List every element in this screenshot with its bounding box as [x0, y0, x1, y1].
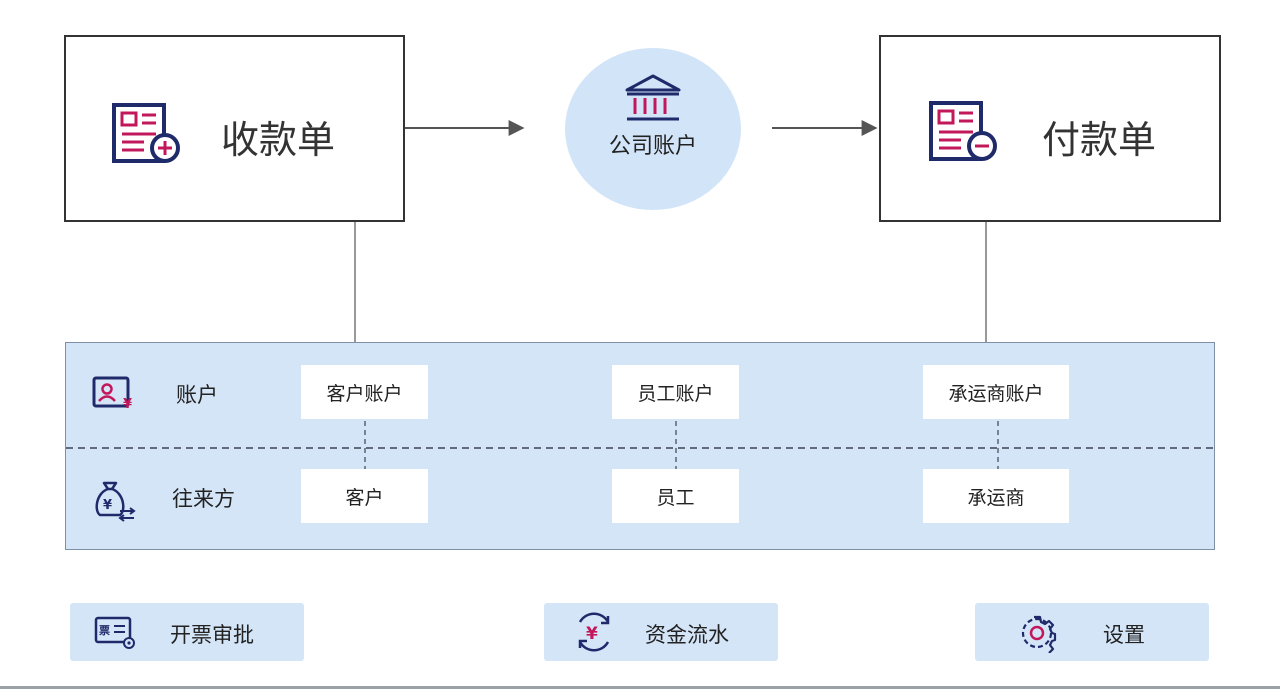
- receipt-title: 收款单: [221, 118, 336, 162]
- bank-icon: [625, 74, 681, 121]
- chip-customer[interactable]: 客户: [301, 469, 428, 523]
- invoice-approval-icon: 票: [94, 616, 135, 649]
- tile-settings-label: 设置: [1103, 623, 1145, 647]
- receipt-remove-icon: [929, 101, 997, 161]
- svg-text:¥: ¥: [103, 498, 112, 513]
- tile-fund-flow[interactable]: ¥ 资金流水: [544, 603, 778, 661]
- svg-text:票: 票: [99, 624, 110, 637]
- chip-employee-account[interactable]: 员工账户: [612, 365, 739, 419]
- chip-employee[interactable]: 员工: [612, 469, 739, 523]
- row-label-party: 往来方: [172, 487, 235, 511]
- money-bag-exchange-icon: ¥: [95, 481, 136, 522]
- accounts-panel: ¥ 账户 客户账户 员工账户 承运商账户 ¥ 往来方 客户 员工 承运商: [65, 342, 1216, 550]
- receipt-box[interactable]: 收款单: [64, 35, 405, 222]
- gear-icon: [1021, 615, 1057, 653]
- row-label-account: 账户: [176, 383, 218, 407]
- account-card-icon: ¥: [92, 376, 132, 411]
- fund-flow-icon: ¥: [578, 612, 610, 652]
- chip-carrier-account[interactable]: 承运商账户: [923, 365, 1069, 419]
- receipt-add-icon: [112, 103, 180, 163]
- company-account-node[interactable]: 公司账户: [565, 48, 741, 210]
- svg-text:¥: ¥: [586, 624, 598, 644]
- window-bottom-edge: [0, 686, 1280, 689]
- chip-carrier[interactable]: 承运商: [923, 469, 1069, 523]
- tile-invoice-approval-label: 开票审批: [170, 623, 254, 647]
- svg-text:¥: ¥: [123, 397, 132, 411]
- payment-title: 付款单: [1042, 118, 1157, 162]
- company-account-label: 公司账户: [608, 134, 697, 159]
- tile-fund-flow-label: 资金流水: [645, 623, 729, 647]
- payment-box[interactable]: 付款单: [879, 35, 1221, 222]
- tile-settings[interactable]: 设置: [975, 603, 1209, 661]
- chip-customer-account[interactable]: 客户账户: [301, 365, 428, 419]
- tile-invoice-approval[interactable]: 票 开票审批: [70, 603, 304, 661]
